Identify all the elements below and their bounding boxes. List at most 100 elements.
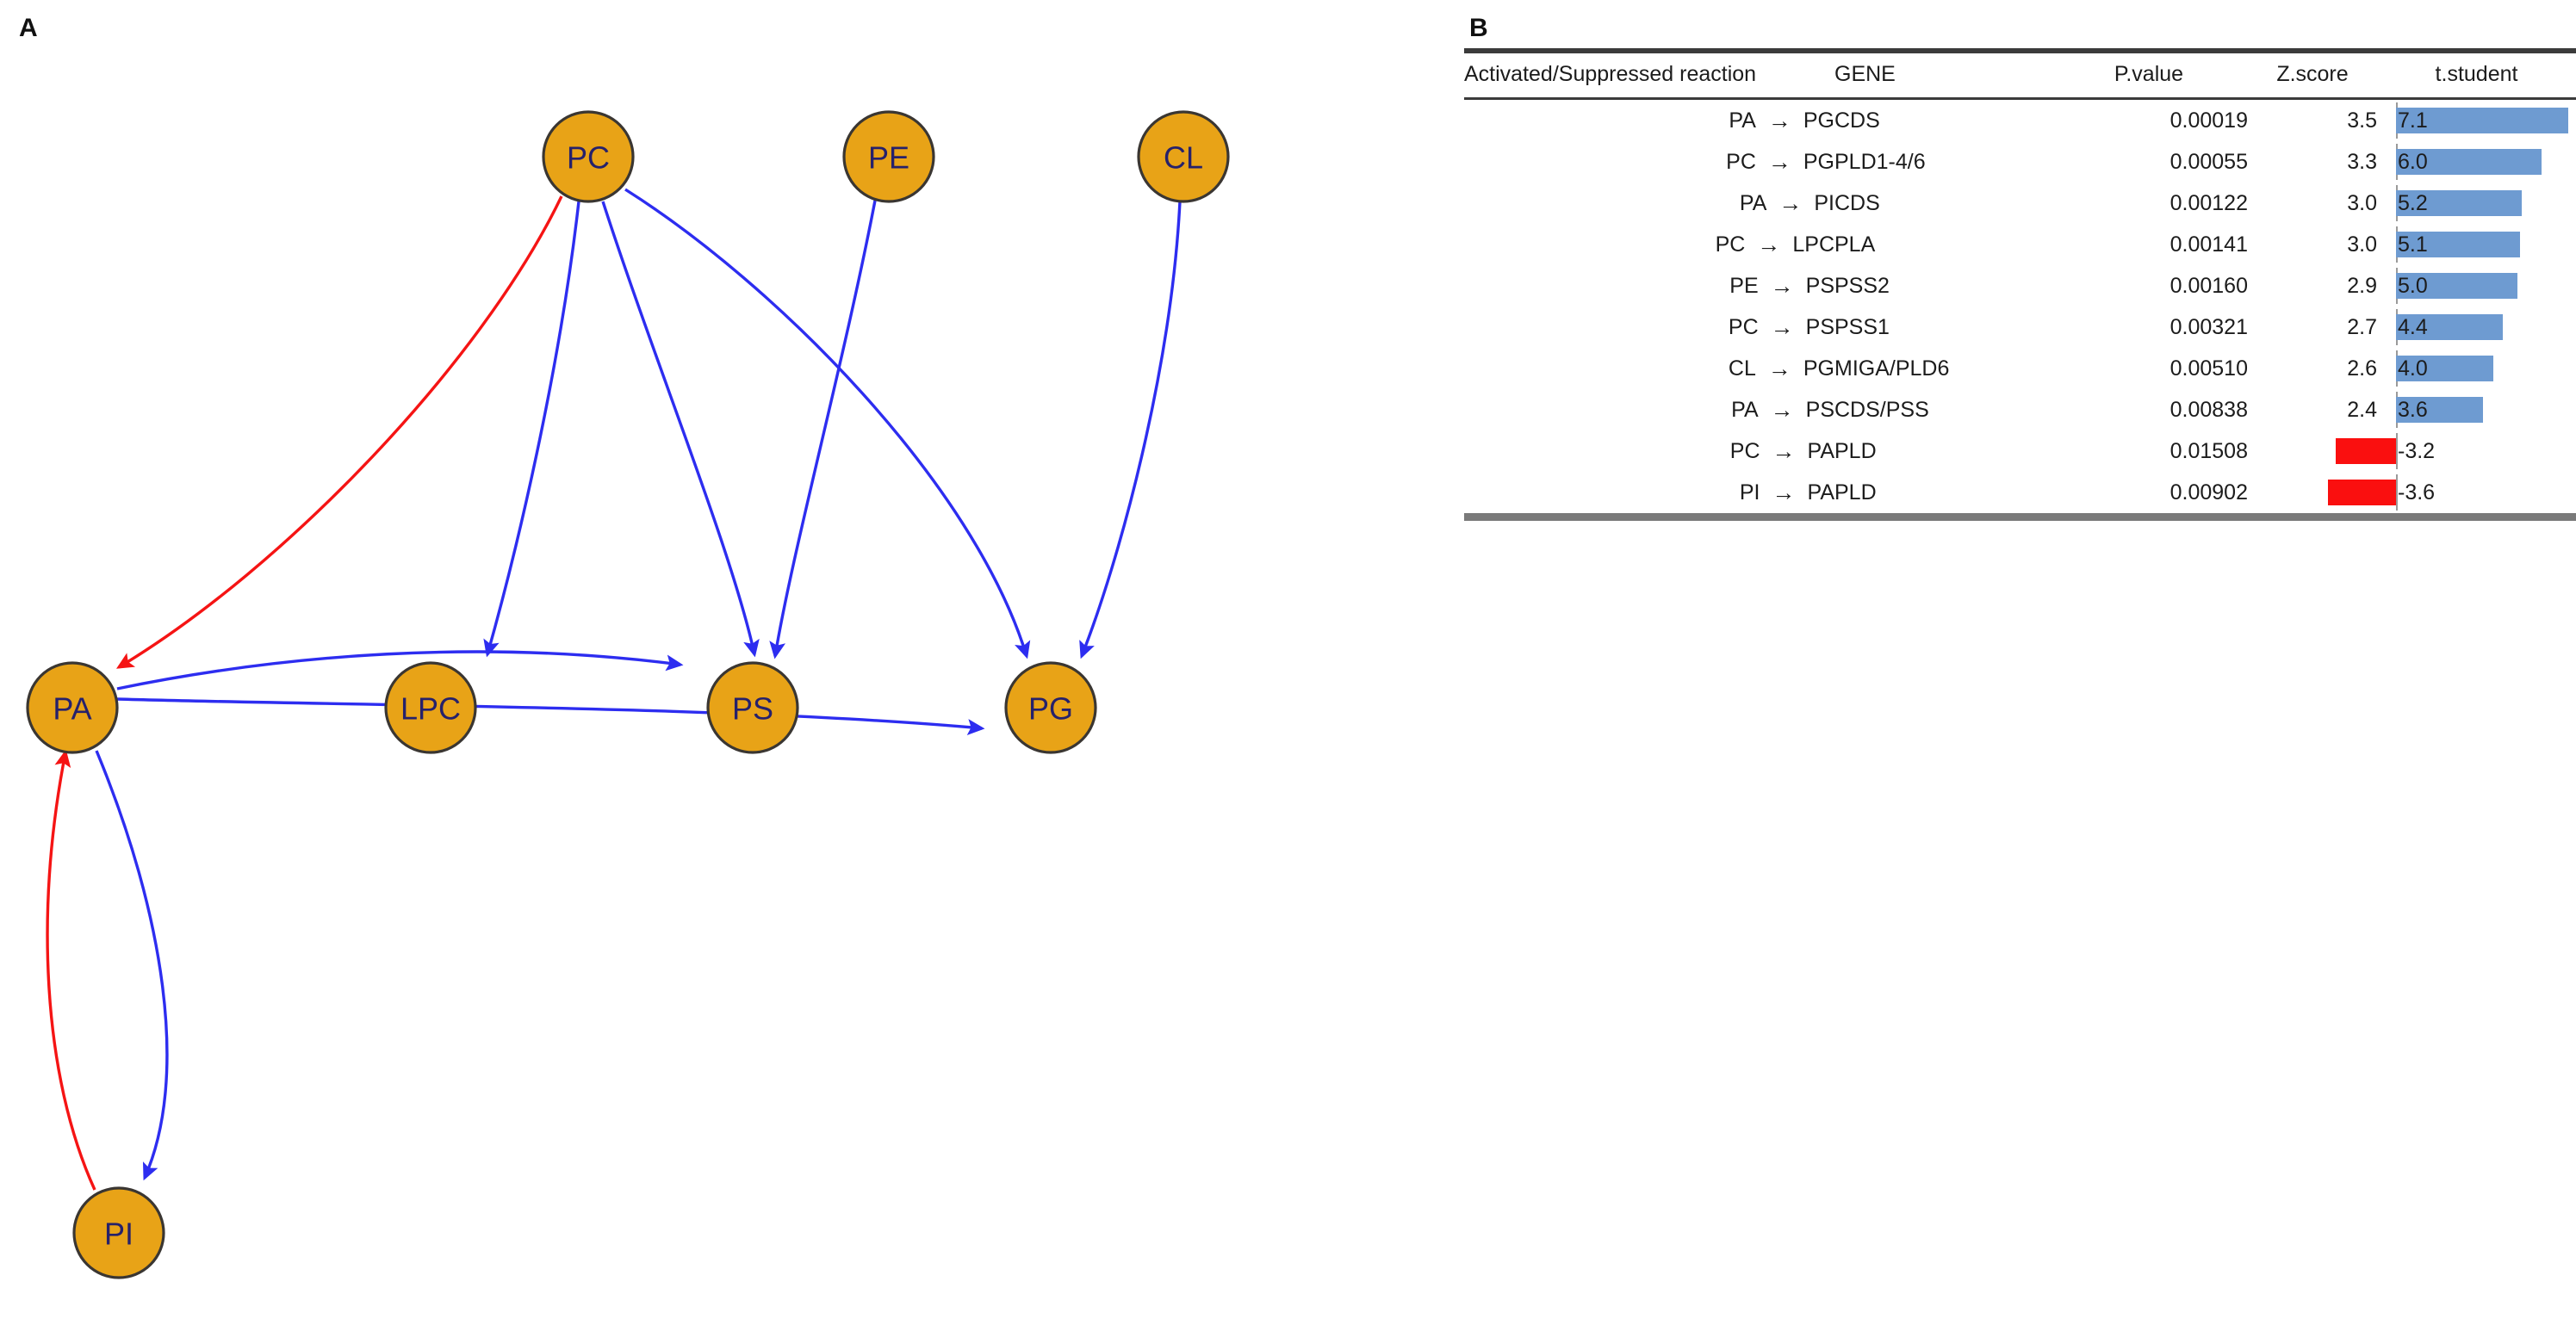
reaction-target: PS [1805,273,1834,298]
tstudent-bar-track: 5.2 [2377,185,2576,221]
node-pe[interactable]: PE [842,110,935,203]
node-circle-lpc[interactable] [384,661,477,754]
panel-a-label: A [19,14,38,42]
arrow-right-icon: → [1770,313,1794,340]
edge-pc-to-ps [601,201,760,658]
tstudent-bar-track: 4.0 [2377,350,2576,387]
edge-pa-to-pg [116,697,985,735]
reaction-target: PG [1803,356,1834,381]
bar-zero-axis [2396,433,2398,469]
tstudent-value-label: 5.2 [2398,191,2428,215]
tstudent-bar-track: 7.1 [2377,102,2576,139]
node-circle-pe[interactable] [842,110,935,203]
cell-reaction: PC→PS [1464,306,1834,348]
tstudent-bar-positive [2396,314,2503,340]
node-pi[interactable]: PI [72,1186,165,1279]
cell-pvalue: 0.00019 [2169,108,2248,133]
cell-gene: CDS [1834,190,1880,215]
cell-pvalue: 0.00122 [2169,190,2248,215]
node-circle-pi[interactable] [72,1186,165,1279]
column-header-reaction: Activated/Suppressed reaction [1464,48,1834,100]
tstudent-bar-negative [2327,480,2396,505]
header-row: Activated/Suppressed reaction GENE P.val… [1464,48,2576,100]
node-label-cl: CL [1164,140,1203,176]
cell-tstudent: 6.0 [2377,141,2576,183]
arrow-right-icon: → [1772,437,1796,464]
cell-tstudent: 7.1 [2377,99,2576,142]
tstudent-bar-track: 6.0 [2377,144,2576,180]
cell-zscore: 3.5 [2347,108,2377,133]
node-label-pa: PA [53,691,91,727]
reaction-source: PC [1715,232,1746,257]
cell-gene: PLD [1834,438,1877,463]
cell-tstudent: 5.2 [2377,183,2576,224]
arrow-right-icon: → [1767,148,1791,175]
cell-gene: MIGA/PLD6 [1834,356,1950,381]
node-cl[interactable]: CL [1137,110,1230,203]
node-circle-pg[interactable] [1004,661,1097,754]
node-pa[interactable]: PA [26,661,119,754]
node-label-pc: PC [567,140,610,176]
tstudent-bar-positive [2396,273,2517,299]
node-circle-pa[interactable] [26,661,119,754]
tstudent-bar-negative [2335,438,2396,464]
column-header-gene: GENE [1834,48,2050,100]
node-circle-ps[interactable] [706,661,799,754]
cell-zscore: 3.3 [2347,149,2377,174]
cell-gene: PLA [1834,232,1876,257]
node-circle-cl[interactable] [1137,110,1230,203]
cell-tstudent: 4.0 [2377,348,2576,389]
arrow-right-icon: → [1778,189,1803,216]
reaction-target: PA [1807,438,1835,463]
cell-zscore: 2.6 [2347,356,2377,381]
node-pc[interactable]: PC [542,110,635,203]
cell-reaction: PA → PI [1464,183,1834,224]
tstudent-value-label: 4.4 [2398,315,2428,339]
node-ps[interactable]: PS [706,661,799,754]
cell-gene: CDS/PSS [1834,397,1929,422]
reaction-source: PA [1739,190,1767,215]
reaction-source: PE [1729,273,1759,298]
tstudent-value-label: 5.1 [2398,232,2428,257]
cell-tstudent: 4.4 [2377,306,2576,348]
arrow-right-icon: → [1767,107,1791,133]
cell-pvalue: 0.00510 [2169,356,2248,381]
tstudent-bar-positive [2396,356,2493,381]
tstudent-bar-track: 5.1 [2377,226,2576,263]
cell-zscore: 3.0 [2347,232,2377,257]
node-label-pi: PI [104,1216,133,1252]
cell-tstudent: 5.1 [2377,224,2576,265]
tstudent-bar-positive [2396,232,2520,257]
cell-reaction: PC→LPC [1464,224,1834,265]
cell-tstudent: 5.0 [2377,265,2576,306]
cell-reaction: PC→PG [1464,141,1834,183]
edge-cl-to-pg [1079,201,1182,659]
cell-reaction: PA→PG [1464,99,1834,142]
tstudent-value-label: 4.0 [2398,356,2428,381]
reaction-target: PI [1814,190,1834,215]
reaction-source: PA [1729,108,1756,133]
cell-pvalue: 0.00838 [2169,397,2248,422]
tstudent-bar-positive [2396,149,2542,175]
node-label-pg: PG [1028,691,1073,727]
edge-pa-to-ps [116,650,684,690]
node-circle-pc[interactable] [542,110,635,203]
cell-pvalue: 0.00321 [2169,314,2248,339]
reaction-statistics-table: Activated/Suppressed reaction GENE P.val… [1464,48,2576,521]
arrow-right-icon: → [1767,355,1791,381]
arrow-right-icon: → [1770,272,1794,299]
tstudent-bar-track: 3.6 [2377,392,2576,428]
bar-zero-axis [2396,474,2398,511]
cell-tstudent: 3.6 [2377,389,2576,430]
cell-zscore: 3.0 [2347,190,2377,215]
column-header-tstudent: t.student [2377,48,2576,100]
reaction-source: CL [1728,356,1756,381]
tstudent-bar-positive [2396,108,2568,133]
table-header: Activated/Suppressed reaction GENE P.val… [1464,48,2576,100]
node-pg[interactable]: PG [1004,661,1097,754]
edge-pc-to-lpc [483,201,580,658]
node-lpc[interactable]: LPC [384,661,477,754]
